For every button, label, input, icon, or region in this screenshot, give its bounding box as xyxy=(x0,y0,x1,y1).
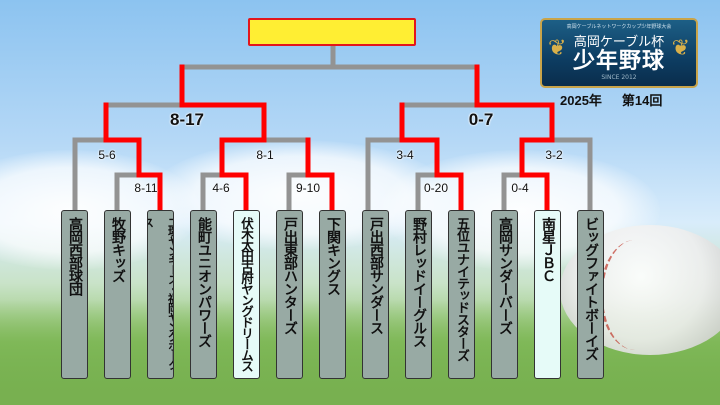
team-box[interactable]: 二塚ヤンキース・福岡ヤングホークス xyxy=(147,210,174,379)
laurel-left-icon: ❦ xyxy=(548,36,567,61)
team-box-highlighted[interactable]: 南星ＪＢＣ xyxy=(534,210,561,379)
score-r1d: 0-20 xyxy=(423,181,449,195)
line-r2a-gray xyxy=(72,137,109,213)
score-r2d: 3-2 xyxy=(545,148,563,162)
edition-year: 2025年 xyxy=(560,93,602,108)
team-box[interactable]: 牧野キッズ xyxy=(104,210,131,379)
line-r1b-gray xyxy=(200,172,225,213)
score-r2a: 5-6 xyxy=(98,148,116,162)
score-semi-left: 8-17 xyxy=(169,110,205,129)
logo-subtitle: 高岡ケーブルネットワークカップ少年野球大会 xyxy=(566,24,672,30)
line-r2a-red xyxy=(103,102,163,213)
line-r1c-red xyxy=(305,137,335,213)
team-box[interactable]: 野村レッドイーグルス xyxy=(405,210,432,379)
team-box[interactable]: 五位ユナイテッドスターズ xyxy=(448,210,475,379)
line-r2b-red xyxy=(219,137,267,213)
team-box[interactable]: 能町ユニオンパワーズ xyxy=(190,210,217,379)
score-r1c: 9-10 xyxy=(295,181,321,195)
logo-since: SINCE 2012 xyxy=(601,74,637,81)
score-r1b: 4-6 xyxy=(212,181,230,195)
score-r2b: 8-1 xyxy=(256,148,274,162)
team-box-highlighted[interactable]: 伏木太田古府ヤングドリームス xyxy=(233,210,260,379)
line-r2d-red xyxy=(519,137,555,213)
final-winner-box xyxy=(248,18,416,46)
line-r1e-gray xyxy=(501,172,525,213)
edition-info: 2025年 第14回 xyxy=(560,90,682,109)
logo-cup-name: 高岡ケーブル杯 xyxy=(573,35,665,50)
team-box[interactable]: 戸出東部ハンターズ xyxy=(276,210,303,379)
score-r1a: 8-11 xyxy=(134,181,158,195)
line-r2d-gray xyxy=(549,137,593,213)
team-box[interactable]: ビッグファイトボーイズ xyxy=(577,210,604,379)
team-box[interactable]: 高岡サンダーバーズ xyxy=(491,210,518,379)
line-right-winner xyxy=(474,64,555,143)
score-semi-right: 0-7 xyxy=(468,110,494,129)
line-r2c-gray xyxy=(365,137,405,213)
logo-main-title: 少年野球 xyxy=(572,49,665,74)
score-r2c: 3-4 xyxy=(396,148,414,162)
line-r1a-gray xyxy=(114,172,142,213)
laurel-right-icon: ❦ xyxy=(671,36,690,61)
line-r2c-red xyxy=(399,102,464,213)
team-box[interactable]: 戸出西部サンダース xyxy=(362,210,389,379)
team-box[interactable]: 高岡西部球団 xyxy=(61,210,88,379)
team-box[interactable]: 下関キングス xyxy=(319,210,346,379)
line-r1d-gray xyxy=(415,172,440,213)
edition-round: 第14回 xyxy=(621,93,663,108)
line-left-winner xyxy=(179,64,267,143)
tournament-logo: ❦ ❦ 高岡ケーブルネットワークカップ少年野球大会 高岡ケーブル杯 少年野球 S… xyxy=(540,18,698,88)
score-r1e: 0-4 xyxy=(511,181,529,195)
line-r1c-gray xyxy=(286,172,311,213)
